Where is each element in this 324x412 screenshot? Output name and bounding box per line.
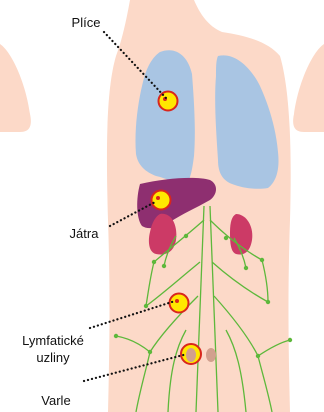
left-arm [0,44,31,132]
testis-left [186,348,196,362]
lymph-node-dot [288,338,292,342]
marker-liver [152,191,171,210]
label-lungs: Plíce [64,14,108,31]
lymph-node-dot [224,236,228,240]
marker-lymph-nodes [170,294,189,313]
label-lymph-nodes: Lymfatické uzliny [14,332,92,366]
testis-right [206,348,216,362]
lymph-node-dot [148,350,152,354]
right-arm [293,44,324,132]
lymph-node-dot [256,354,260,358]
label-testes: Varle [32,392,80,409]
marker-lungs [159,92,178,111]
label-liver: Játra [58,225,110,242]
lymph-node-dot [260,258,264,262]
lymph-node-dot [162,264,166,268]
lymph-node-dot [152,260,156,264]
lymph-node-dot [266,300,270,304]
marker-testes [181,344,201,364]
lymph-node-dot [144,304,148,308]
lymph-node-dot [184,234,188,238]
lymph-node-dot [244,266,248,270]
lymph-node-dot [114,334,118,338]
